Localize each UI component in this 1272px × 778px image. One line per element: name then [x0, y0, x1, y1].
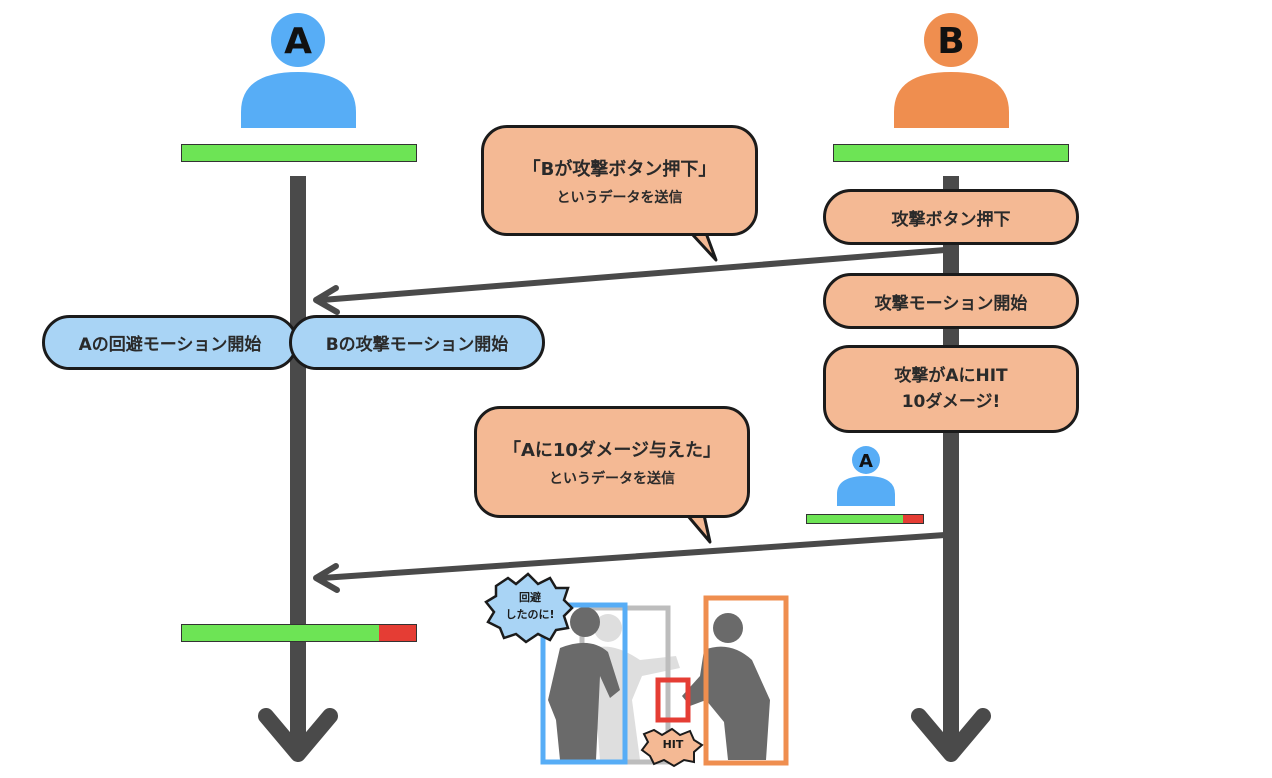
attack-hit-box: 攻撃がAにHIT 10ダメージ! — [823, 345, 1079, 433]
bubble-2-main: 「Aに10ダメージ与えた」 — [502, 440, 722, 461]
lifeline-a — [258, 176, 338, 762]
b-attack-motion-start: Bの攻撃モーション開始 — [289, 315, 545, 370]
hit-label: HIT — [662, 738, 684, 751]
hp-bar-a-fill — [182, 145, 416, 161]
hp-bar-a-damaged-fill — [182, 625, 379, 641]
bubble-1-sub: というデータを送信 — [556, 189, 683, 206]
attack-button-press: 攻撃ボタン押下 — [823, 189, 1079, 245]
shout-line1: 回避 — [519, 591, 541, 604]
actor-a-label: A — [284, 20, 312, 62]
hp-bar-a-damaged — [181, 624, 417, 642]
attack-hit-line1: 攻撃がAにHIT — [894, 365, 1008, 386]
mini-actor-a-label: A — [859, 450, 873, 472]
message-arrow-2 — [313, 532, 948, 593]
fight-illustration — [484, 572, 789, 768]
hp-bar-b — [833, 144, 1069, 162]
avatar-a-icon — [241, 13, 356, 128]
bubble-tail-1 — [690, 232, 718, 262]
hp-bar-mini-a-fill — [807, 515, 904, 523]
hp-bar-b-fill — [834, 145, 1068, 161]
actor-b-label: B — [937, 20, 965, 62]
hp-bar-a — [181, 144, 417, 162]
attack-motion-start: 攻撃モーション開始 — [823, 273, 1079, 329]
bubble-2-sub: というデータを送信 — [549, 471, 675, 487]
data-send-bubble-1: 「Bが攻撃ボタン押下」 というデータを送信 — [481, 125, 758, 236]
bubble-tail-2 — [686, 514, 712, 544]
hit-burst — [640, 727, 704, 768]
shout-burst — [484, 572, 574, 644]
evade-motion-start: Aの回避モーション開始 — [42, 315, 298, 370]
message-arrow-1 — [313, 247, 948, 315]
data-send-bubble-2: 「Aに10ダメージ与えた」 というデータを送信 — [474, 406, 750, 518]
attack-hit-line2: 10ダメージ! — [901, 392, 1001, 412]
bubble-1-main: 「Bが攻撃ボタン押下」 — [522, 158, 717, 180]
mini-avatar-a-icon — [837, 446, 895, 506]
shout-text: 回避 したのに! — [494, 590, 566, 623]
shout-line2: したのに! — [505, 607, 555, 621]
lifeline-b — [911, 176, 991, 762]
hp-bar-mini-a — [806, 514, 924, 524]
avatar-b-icon — [894, 13, 1009, 128]
